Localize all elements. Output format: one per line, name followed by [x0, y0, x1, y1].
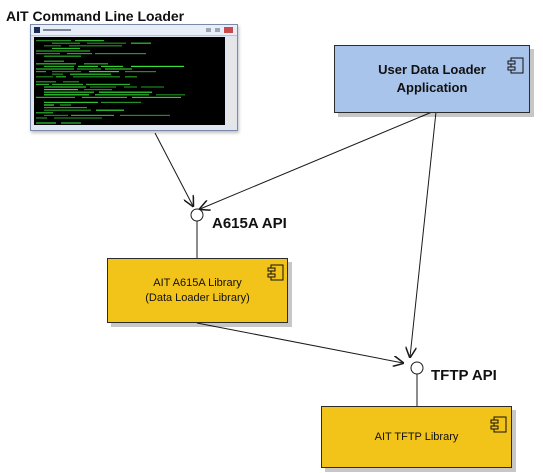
console-text-line: [67, 53, 92, 55]
console-text-line: [141, 86, 164, 88]
console-text-line: [61, 122, 81, 124]
user-app-line1: User Data Loader: [378, 62, 486, 77]
tftp-interface-lollipop-icon: [410, 361, 424, 406]
console-text-line: [36, 53, 60, 55]
console-text-line: [75, 40, 104, 42]
console-text-line: [87, 42, 126, 44]
console-text-line: [52, 71, 81, 73]
a615a-interface-lollipop-icon: [190, 208, 204, 258]
console-window-icon: [30, 24, 238, 131]
console-text-line: [54, 117, 102, 119]
console-text-line: [44, 107, 87, 109]
tftp-api-label: TFTP API: [431, 367, 497, 384]
console-text-line: [36, 71, 46, 73]
console-text-line: [52, 73, 63, 75]
arrow-userapp-to-a615a: [200, 111, 433, 209]
console-text-line: [63, 81, 79, 83]
console-text-line: [52, 42, 80, 44]
console-text-line: [36, 76, 53, 78]
console-text-line: [95, 53, 146, 55]
console-scrollbar: [227, 37, 235, 125]
user-data-loader-component[interactable]: User Data Loader Application: [334, 45, 530, 113]
console-text-lines: [36, 40, 185, 124]
console-text-line: [44, 94, 89, 96]
tftp-library-line1: AIT TFTP Library: [374, 430, 459, 443]
console-text-line: [105, 68, 132, 70]
console-text-line: [70, 73, 111, 75]
component-icon: [490, 416, 507, 433]
console-text-line: [77, 68, 101, 70]
console-text-line: [101, 101, 141, 103]
console-text-line: [60, 104, 71, 106]
tftp-library-component[interactable]: AIT TFTP Library: [321, 406, 512, 468]
cli-title: AIT Command Line Loader: [6, 8, 185, 24]
console-text-line: [82, 96, 127, 98]
console-text-line: [86, 83, 130, 85]
a615a-library-line1: AIT A615A Library: [153, 276, 242, 289]
console-text-line: [96, 109, 124, 111]
arrow-a615a-to-tftp: [196, 322, 403, 363]
console-text-line: [131, 65, 184, 67]
console-text-line: [71, 114, 114, 116]
component-icon: [267, 264, 284, 281]
console-text-line: [125, 71, 156, 73]
console-text-line: [56, 76, 66, 78]
console-text-line: [36, 83, 49, 85]
console-text-line: [36, 50, 90, 52]
console-text-line: [36, 40, 71, 42]
console-text-line: [44, 86, 86, 88]
console-text-line: [44, 101, 98, 103]
console-text-line: [44, 89, 78, 91]
console-text-line: [131, 42, 151, 44]
console-text-line: [52, 83, 83, 85]
component-icon: [507, 57, 524, 74]
console-text-line: [132, 96, 181, 98]
console-text-line: [69, 45, 122, 47]
console-text-line: [73, 76, 120, 78]
arrow-userapp-to-tftp: [410, 111, 437, 357]
arrow-cli-to-a615a: [154, 132, 193, 206]
console-text-line: [101, 65, 123, 67]
console-text-line: [84, 89, 112, 91]
console-text-line: [124, 86, 137, 88]
console-text-line: [90, 86, 116, 88]
console-text-line: [36, 68, 74, 70]
console-text-line: [52, 47, 80, 49]
console-text-line: [44, 55, 81, 57]
console-text-line: [44, 104, 54, 106]
console-text-line: [89, 71, 119, 73]
a615a-api-label: A615A API: [212, 215, 287, 232]
console-text-line: [78, 65, 98, 67]
console-text-line: [125, 76, 137, 78]
console-output: [34, 37, 225, 125]
console-text-line: [84, 63, 108, 65]
a615a-library-component[interactable]: AIT A615A Library (Data Loader Library): [107, 258, 288, 323]
console-text-line: [36, 122, 56, 124]
user-app-line2: Application: [396, 80, 468, 95]
console-text-line: [44, 60, 64, 62]
console-text-line: [99, 91, 152, 93]
console-text-line: [36, 63, 76, 65]
a615a-library-line2: (Data Loader Library): [145, 291, 250, 304]
console-text-line: [44, 109, 91, 111]
console-titlebar: [31, 25, 237, 36]
console-text-line: [95, 94, 149, 96]
console-text-line: [44, 65, 74, 67]
console-text-line: [36, 117, 47, 119]
console-text-line: [44, 45, 61, 47]
console-text-line: [36, 81, 56, 83]
console-text-line: [36, 96, 75, 98]
console-text-line: [156, 94, 185, 96]
console-text-line: [36, 112, 53, 114]
console-text-line: [44, 91, 94, 93]
console-text-line: [44, 114, 68, 116]
console-text-line: [120, 114, 170, 116]
